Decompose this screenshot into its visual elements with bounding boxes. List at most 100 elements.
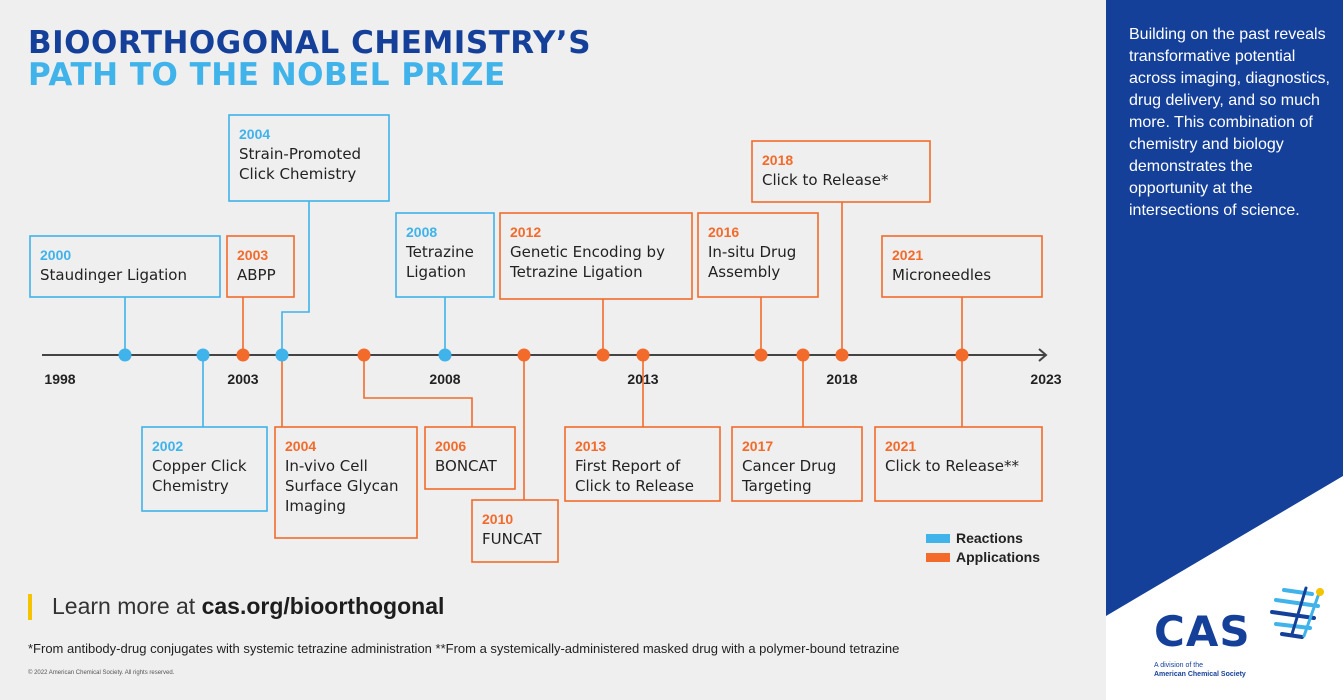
event-label: Click to Release** <box>885 457 1019 475</box>
cas-logo-subtitle-2: American Chemical Society <box>1154 671 1246 678</box>
event-box-frame <box>471 499 559 563</box>
cas-logo-mark-icon <box>1270 586 1324 639</box>
copyright: © 2022 American Chemical Society. All ri… <box>28 670 175 676</box>
event-box-frame <box>697 212 819 298</box>
event-label: Surface Glycan <box>285 477 399 495</box>
event-box-frame <box>226 235 295 298</box>
event-year: 2018 <box>762 152 793 168</box>
event-box-frame <box>141 426 268 512</box>
timeline-dot-2017 <box>796 348 810 362</box>
tick-label-1998: 1998 <box>44 371 75 387</box>
event-box-frame <box>564 426 721 502</box>
event-year: 2013 <box>575 438 606 454</box>
learn-more: Learn more at cas.org/bioorthogonal <box>52 591 444 621</box>
timeline-dot-2006 <box>357 348 371 362</box>
event-label: Genetic Encoding by <box>510 243 665 261</box>
legend-label-reactions: Reactions <box>956 530 1023 546</box>
legend-label-applications: Applications <box>956 549 1040 565</box>
timeline-dot-2012 <box>596 348 610 362</box>
event-box-frame <box>751 140 931 203</box>
event-year: 2003 <box>237 247 268 263</box>
legend-swatch-applications <box>926 553 950 562</box>
event-label: Chemistry <box>152 477 229 495</box>
event-label: Assembly <box>708 263 780 281</box>
event-box-frame <box>274 426 418 539</box>
event-year: 2006 <box>435 438 466 454</box>
tick-label-2008: 2008 <box>429 371 460 387</box>
event-label: Cancer Drug <box>742 457 836 475</box>
timeline-dot-2018 <box>835 348 849 362</box>
event-label: First Report of <box>575 457 681 475</box>
event-label: ABPP <box>237 266 276 284</box>
timeline-dot-2016 <box>754 348 768 362</box>
event-year: 2002 <box>152 438 183 454</box>
event-label: Tetrazine Ligation <box>509 263 643 281</box>
legend: Reactions Applications <box>926 530 1040 565</box>
event-box-frame <box>424 426 516 490</box>
event-year: 2021 <box>885 438 916 454</box>
event-year: 2010 <box>482 511 513 527</box>
connector-2004 <box>281 201 310 355</box>
event-year: 2012 <box>510 224 541 240</box>
side-panel-text: Building on the past reveals transformat… <box>1129 26 1330 219</box>
event-label: Click to Release <box>575 477 694 495</box>
timeline-dot-2004 <box>275 348 289 362</box>
event-label: Click to Release* <box>762 171 889 189</box>
tick-label-2013: 2013 <box>627 371 658 387</box>
learn-more-accent-bar <box>28 594 32 620</box>
event-label: Strain-Promoted <box>239 145 361 163</box>
learn-more-link[interactable]: cas.org/bioorthogonal <box>201 593 445 619</box>
title-line-1: BIOORTHOGONAL CHEMISTRY’S <box>28 25 592 61</box>
event-label: BONCAT <box>435 457 498 475</box>
event-label: Microneedles <box>892 266 991 284</box>
timeline-dot-2000 <box>118 348 132 362</box>
connector-2006 <box>363 355 473 427</box>
timeline-dot-2021 <box>955 348 969 362</box>
event-box-frame <box>731 426 863 502</box>
event-year: 2017 <box>742 438 773 454</box>
title-line-2: PATH TO THE NOBEL PRIZE <box>28 57 506 93</box>
event-year: 2021 <box>892 247 923 263</box>
footnote: *From antibody-drug conjugates with syst… <box>28 641 900 656</box>
event-label: Tetrazine <box>405 243 474 261</box>
event-label: Copper Click <box>152 457 247 475</box>
event-year: 2008 <box>406 224 437 240</box>
event-box-frame <box>228 114 390 202</box>
legend-swatch-reactions <box>926 534 950 543</box>
event-label: FUNCAT <box>482 530 542 548</box>
side-panel-background <box>1106 0 1343 616</box>
event-box-frame <box>881 235 1043 298</box>
tick-label-2018: 2018 <box>826 371 857 387</box>
cas-logo-wordmark: CAS <box>1154 607 1251 656</box>
event-label: Targeting <box>741 477 812 495</box>
timeline-dot-2008 <box>438 348 452 362</box>
learn-more-prefix: Learn more at <box>52 593 202 619</box>
side-panel: Building on the past reveals transformat… <box>1106 0 1343 700</box>
event-box-frame <box>29 235 221 298</box>
event-label: In-vivo Cell <box>285 457 368 475</box>
tick-label-2003: 2003 <box>227 371 258 387</box>
event-label: Imaging <box>285 497 346 515</box>
tick-label-2023: 2023 <box>1030 371 1061 387</box>
timeline-dot-2010 <box>517 348 531 362</box>
event-box-frame <box>874 426 1043 502</box>
timeline-dot-2002 <box>196 348 210 362</box>
event-year: 2000 <box>40 247 71 263</box>
event-year: 2004 <box>239 126 270 142</box>
event-year: 2004 <box>285 438 316 454</box>
event-box-frame <box>395 212 495 298</box>
